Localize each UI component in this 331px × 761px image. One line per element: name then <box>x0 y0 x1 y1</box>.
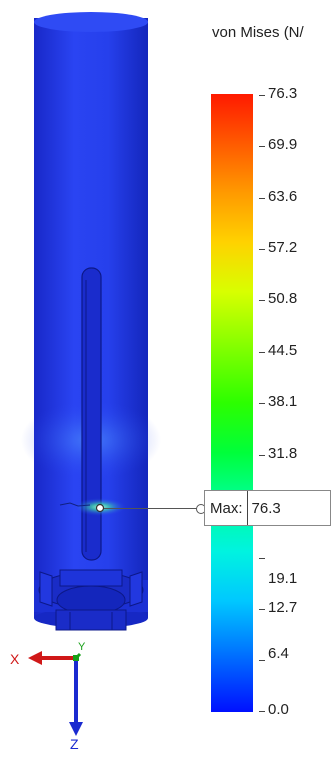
tick-mark <box>259 711 265 712</box>
coordinate-triad: X Y Z <box>10 641 86 750</box>
tick-label: 69.9 <box>268 136 298 153</box>
tick-label: 31.8 <box>268 445 298 462</box>
legend-title: von Mises (N/ <box>212 24 304 41</box>
tick-label: 50.8 <box>268 290 298 307</box>
tick-mark <box>259 660 265 661</box>
probe-value: 76.3 <box>251 499 281 517</box>
x-axis-arrow-icon <box>28 651 42 665</box>
tick-label: 63.6 <box>268 188 298 205</box>
tick-label: 6.4 <box>268 645 289 662</box>
tick-label: 19.1 <box>268 570 298 587</box>
y-axis-label: Y <box>78 641 86 653</box>
tick-mark <box>259 95 265 96</box>
tick-mark <box>259 609 265 610</box>
cylinder-top <box>34 12 148 32</box>
probe-leader-line <box>100 508 197 509</box>
tick-label: 38.1 <box>268 393 298 410</box>
z-axis-label: Z <box>70 736 79 750</box>
stress-model[interactable] <box>0 0 200 650</box>
probe-divider <box>246 491 248 525</box>
z-axis-arrow-icon <box>69 722 83 736</box>
tick-label: 44.5 <box>268 342 298 359</box>
max-probe-label[interactable]: Max: 76.3 <box>204 490 331 526</box>
tick-mark <box>259 300 265 301</box>
tick-label: 76.3 <box>268 85 298 102</box>
tick-mark <box>259 146 265 147</box>
tick-mark <box>259 403 265 404</box>
probe-point-icon <box>95 503 105 513</box>
tick-mark <box>259 455 265 456</box>
slot <box>81 267 102 561</box>
tick-label: 12.7 <box>268 599 298 616</box>
tick-mark <box>259 249 265 250</box>
tick-mark <box>259 558 265 559</box>
probe-label-text: Max: <box>210 499 243 517</box>
tick-label: 0.0 <box>268 701 289 718</box>
tick-mark <box>259 352 265 353</box>
tick-mark <box>259 198 265 199</box>
tick-label: 57.2 <box>268 239 298 256</box>
stress-colorbar <box>211 94 253 712</box>
x-axis-label: X <box>10 651 20 667</box>
